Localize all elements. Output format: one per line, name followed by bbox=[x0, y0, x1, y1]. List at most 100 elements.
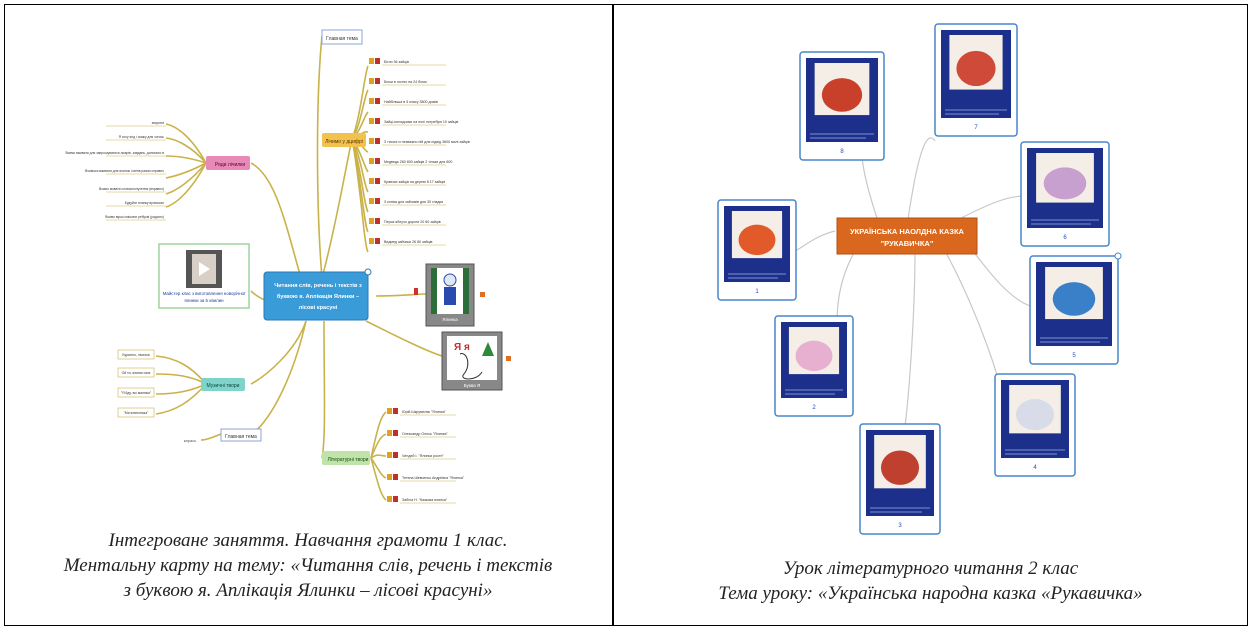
slide-illustration bbox=[821, 78, 863, 112]
item-icon bbox=[375, 58, 380, 64]
item-icon bbox=[387, 452, 392, 458]
slide-illustration bbox=[1052, 282, 1096, 316]
numbers-item: Зайці-молодчики на полі потребую 10 зайц… bbox=[384, 120, 458, 124]
video-label-1: Майстер клас з виготовлення новорічної bbox=[163, 291, 246, 296]
central-line-2: буквою я. Аплікація Ялинки – bbox=[277, 293, 359, 300]
numbers-item: З тисячі із незважно пій для підвід 3600… bbox=[384, 140, 470, 144]
riddles-node-label: Ряди лічилки bbox=[215, 162, 246, 168]
item-icon bbox=[375, 238, 380, 244]
riddles-item: зворона bbox=[152, 121, 165, 125]
item-icon bbox=[369, 98, 374, 104]
item-icon bbox=[369, 198, 374, 204]
slide-card-number: 5 bbox=[1072, 353, 1076, 359]
slide-card-number: 2 bbox=[812, 405, 816, 411]
item-icon bbox=[369, 178, 374, 184]
item-icon bbox=[375, 98, 380, 104]
slide-illustration bbox=[1015, 399, 1055, 431]
snowman-body bbox=[444, 287, 456, 305]
item-icon bbox=[393, 474, 398, 480]
slide-illustration bbox=[956, 50, 996, 87]
tree-icon bbox=[482, 342, 494, 356]
item-icon bbox=[375, 198, 380, 204]
literature-item: Забіла Н. "Казкова ялинка" bbox=[402, 498, 448, 502]
item-icon bbox=[375, 178, 380, 184]
caption-right-line-2: Тема уроку: «Українська народна казка «Р… bbox=[718, 583, 1143, 604]
numbers-item: З котіва для зайчиків для 30 гладки bbox=[384, 200, 443, 204]
video-label-2: ялинки за 5 хвилин bbox=[184, 298, 224, 303]
item-icon bbox=[387, 430, 392, 436]
topic-top-label: Главная тема bbox=[326, 36, 358, 42]
item-icon bbox=[393, 452, 398, 458]
central-line-3: лісові красуні bbox=[299, 305, 338, 311]
column-divider bbox=[612, 4, 614, 626]
songs-item-box bbox=[117, 407, 155, 418]
slide-card-number: 8 bbox=[840, 149, 844, 155]
item-icon bbox=[369, 218, 374, 224]
numbers-item: Бігли 36 зайців bbox=[384, 60, 409, 64]
central-node-left bbox=[263, 271, 369, 321]
songs-node bbox=[201, 378, 245, 391]
item-icon bbox=[387, 408, 392, 414]
item-icon bbox=[393, 496, 398, 502]
topic-bottom-box bbox=[220, 428, 262, 442]
caption-right: Урок літературного читання 2 клас Тема у… bbox=[615, 556, 1246, 606]
item-icon bbox=[375, 78, 380, 84]
item-icon bbox=[369, 78, 374, 84]
slide-illustration bbox=[880, 450, 920, 485]
play-icon[interactable] bbox=[199, 262, 210, 276]
caption-left: Інтегроване заняття. Навчання грамоти 1 … bbox=[6, 528, 610, 603]
collapse-icon[interactable] bbox=[364, 268, 372, 276]
mind-map-left: Главная тема Лічимо у дцифрі Бігли 36 за… bbox=[6, 6, 610, 526]
item-icon bbox=[387, 496, 392, 502]
songs-item: "Я йду, всі малюки" bbox=[121, 391, 152, 395]
central-line-1: Читання слів, речень і текстів з bbox=[274, 283, 362, 289]
songs-item: "Ми ялинонька" bbox=[124, 411, 149, 415]
slide-illustration bbox=[795, 340, 833, 372]
riddles-item: Вчимо мовати словосполучення (вправно) bbox=[99, 187, 164, 191]
numbers-node bbox=[322, 133, 366, 147]
songs-item-box bbox=[117, 367, 155, 378]
riddles-item: Вчимо вживати для запрошуватися лікарів,… bbox=[65, 151, 164, 155]
songs-node-label: Музичні твори bbox=[207, 383, 240, 389]
slide-card-number: 6 bbox=[1063, 235, 1067, 241]
literature-node-label: Літературні твори bbox=[328, 457, 369, 463]
literature-item: Юрій Шкрумеляк "Ялинка" bbox=[402, 410, 447, 414]
central-node-right bbox=[836, 217, 978, 255]
image-card-ialynka-label: Ялинка bbox=[442, 317, 458, 322]
topic-top-box bbox=[321, 29, 363, 45]
riddles-items: зворона Я хочу ягід і скажу для чогосьВчи… bbox=[65, 121, 166, 221]
caption-left-line-1: Інтегроване заняття. Навчання грамоти 1 … bbox=[108, 530, 508, 551]
riddles-node bbox=[206, 156, 250, 170]
numbers-item: Найбільша в 5 класу 3800 домів bbox=[384, 100, 438, 104]
item-icon bbox=[387, 474, 392, 480]
topic-bottom-label: Главная тема bbox=[225, 434, 257, 440]
card2-marker-right bbox=[506, 356, 511, 361]
riddles-item: Я хочу ягід і скажу для чогось bbox=[119, 135, 165, 139]
numbers-item: Білки в гостях на 24 білки bbox=[384, 80, 427, 84]
item-icon bbox=[369, 138, 374, 144]
numbers-node-label: Лічимо у дцифрі bbox=[325, 139, 363, 145]
songs-item-box bbox=[117, 387, 155, 398]
riddles-item: Вчимо вірші смішних ребусів (радісно) bbox=[105, 215, 164, 219]
songs-item-box bbox=[117, 349, 155, 360]
literature-item: Олександр Олесь "Ялинка" bbox=[402, 432, 448, 436]
literature-node bbox=[322, 451, 370, 465]
literature-item: Тетяна Шевченко Андріївна "Ялинка" bbox=[402, 476, 465, 480]
slide-illustration bbox=[738, 224, 776, 256]
item-icon bbox=[393, 430, 398, 436]
slide-card-number: 7 bbox=[974, 125, 978, 131]
numbers-item: Перші яблучо дороги 20 60 зайців bbox=[384, 220, 441, 224]
item-icon bbox=[369, 238, 374, 244]
collapse-icon[interactable] bbox=[1114, 252, 1122, 260]
caption-right-line-1: Урок літературного читання 2 клас bbox=[782, 558, 1079, 579]
item-icon bbox=[393, 408, 398, 414]
mind-map-left-svg: Главная тема Лічимо у дцифрі Бігли 36 за… bbox=[65, 29, 511, 526]
item-icon bbox=[369, 158, 374, 164]
literature-items: Юрій Шкрумеляк "Ялинка" Олександр Олесь "… bbox=[387, 408, 465, 526]
table-frame bbox=[4, 4, 1248, 626]
letter-script-stroke bbox=[459, 353, 483, 380]
